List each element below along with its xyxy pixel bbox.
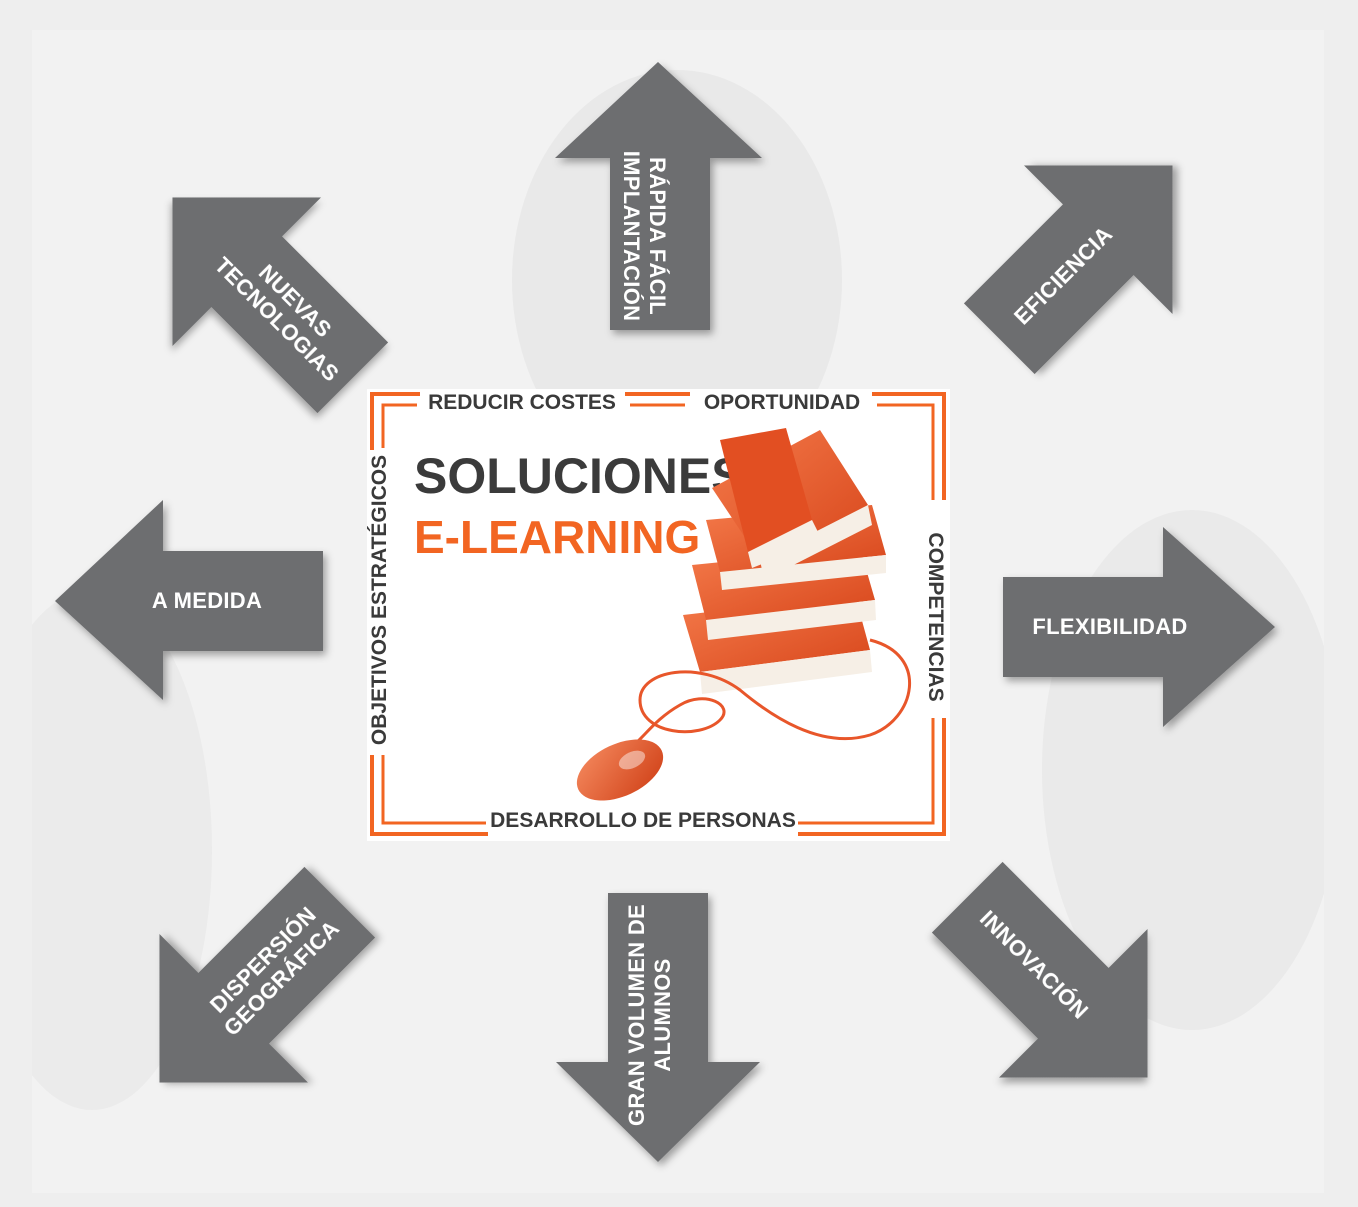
arrow-right-label: FLEXIBILIDAD xyxy=(1032,614,1187,639)
arrow-left-label: A MEDIDA xyxy=(152,588,262,613)
arrow-left: A MEDIDA xyxy=(55,500,323,700)
center-subtitle: E-LEARNING xyxy=(414,511,700,563)
inner-frame xyxy=(381,403,935,825)
arrow-up: RÁPIDA FÁCIL IMPLANTACIÓN xyxy=(555,62,762,330)
arrow-right: FLEXIBILIDAD xyxy=(1003,527,1275,727)
frame-label-bottom: DESARROLLO DE PERSONAS xyxy=(490,809,796,832)
arrow-down-left: DISPERSIÓN GEOGRÁFICA xyxy=(159,866,376,1083)
computer-mouse-icon xyxy=(576,739,664,801)
arrow-down-right: INNOVACIÓN xyxy=(931,861,1148,1078)
frame-label-top-left: REDUCIR COSTES xyxy=(428,391,616,414)
center-box: REDUCIR COSTES OPORTUNIDAD DESARROLLO DE… xyxy=(367,389,950,841)
center-title: SOLUCIONES xyxy=(414,448,745,504)
arrow-down-label-2: ALUMNOS xyxy=(650,958,675,1071)
arrow-up-label-2: IMPLANTACIÓN xyxy=(619,151,644,322)
arrow-up-right: EFICIENCIA xyxy=(963,165,1173,375)
arrow-down: GRAN VOLUMEN DE ALUMNOS xyxy=(556,893,760,1162)
books-stack-icon xyxy=(683,428,886,694)
arrow-up-left: NUEVAS TECNOLOGIAS xyxy=(172,197,389,414)
mouse-cable xyxy=(624,638,911,752)
arrow-up-label-1: RÁPIDA FÁCIL xyxy=(645,157,670,315)
frame-label-left: OBJETIVOS ESTRATÉGICOS xyxy=(368,455,391,745)
frame-label-top-right: OPORTUNIDAD xyxy=(704,391,860,414)
arrow-down-label-1: GRAN VOLUMEN DE xyxy=(624,904,649,1126)
outer-frame xyxy=(370,392,946,836)
frame-label-right: COMPETENCIAS xyxy=(924,532,947,701)
